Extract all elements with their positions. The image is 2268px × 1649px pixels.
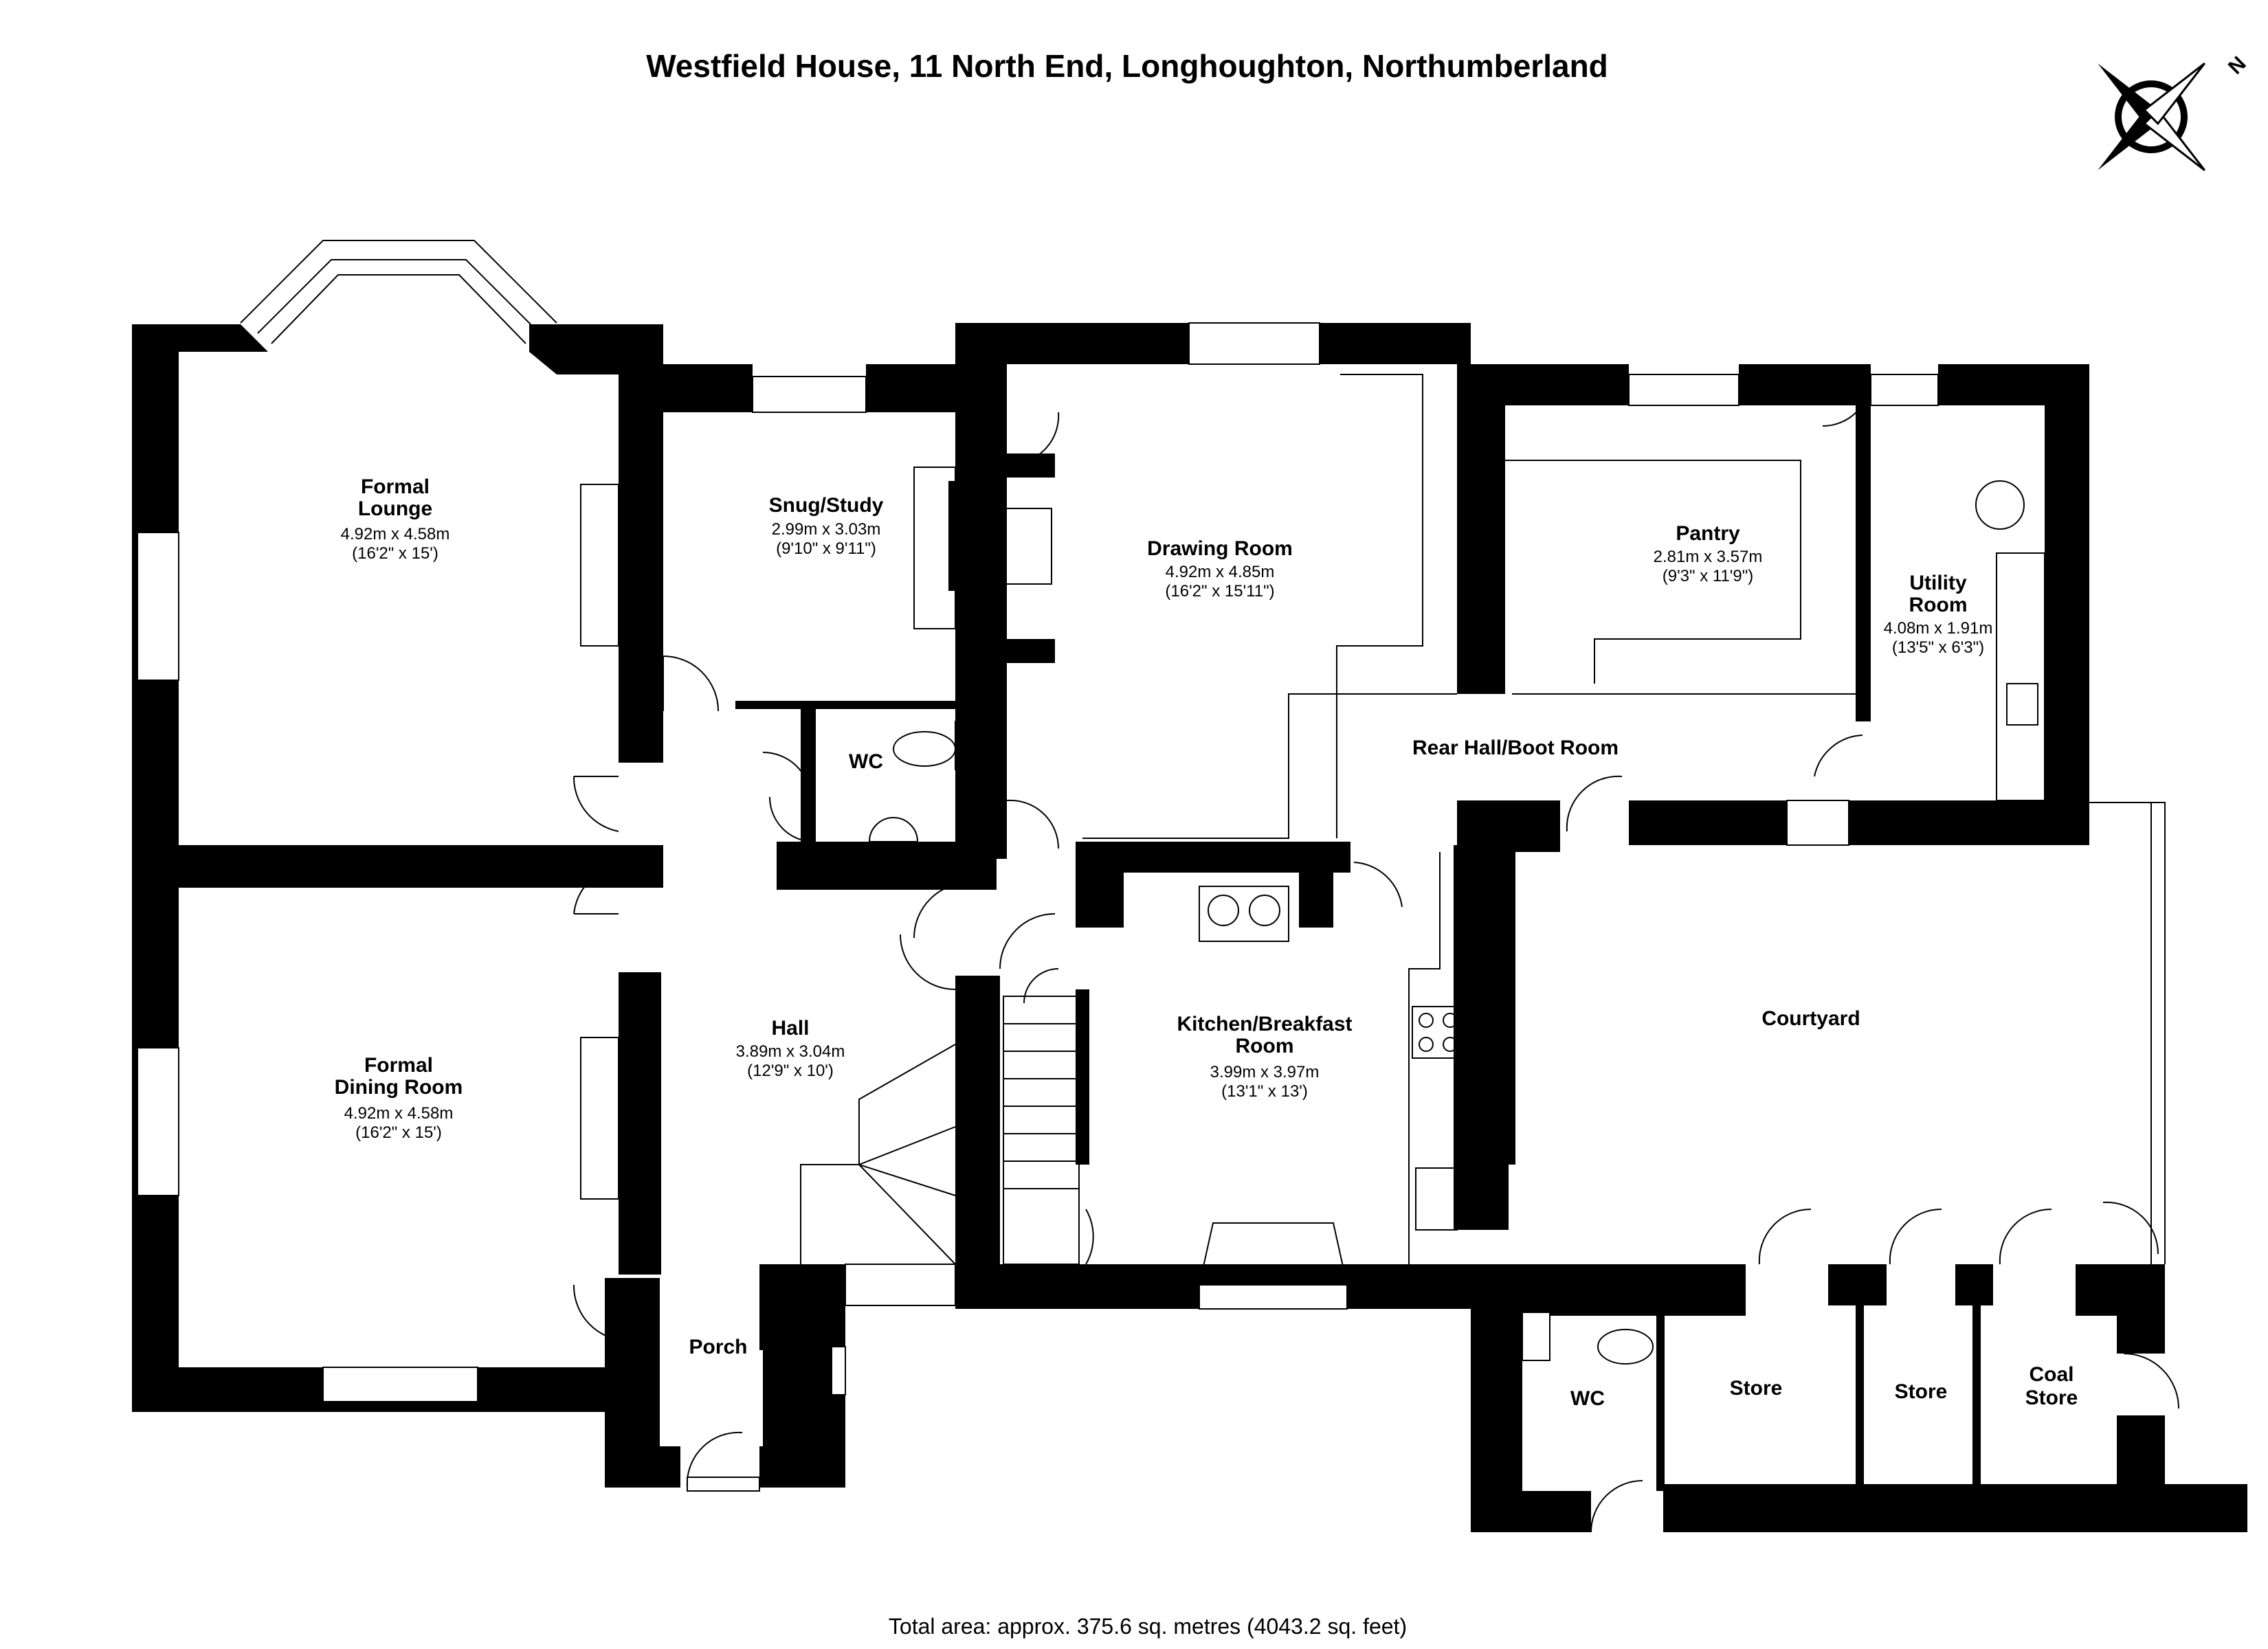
- svg-text:(13'1" x 13'): (13'1" x 13'): [1221, 1082, 1308, 1101]
- svg-text:2.99m x 3.03m: 2.99m x 3.03m: [772, 520, 881, 539]
- kitchen-worktop: [1408, 852, 1441, 1264]
- room-kitchen: Kitchen/Breakfast Room 3.99m x 3.97m (13…: [1177, 1013, 1352, 1101]
- french-doors-drawing[interactable]: [1188, 322, 1320, 365]
- compass-north-label: N: [2224, 52, 2251, 79]
- svg-text:2.81m x 3.57m: 2.81m x 3.57m: [1654, 548, 1763, 566]
- courtyard-boundary: [2089, 802, 2166, 1264]
- svg-text:Kitchen/Breakfast: Kitchen/Breakfast: [1177, 1013, 1352, 1035]
- svg-text:(16'2" x 15'): (16'2" x 15'): [355, 1123, 442, 1142]
- svg-text:Store: Store: [2025, 1387, 2078, 1409]
- boiler-icon: [1975, 480, 2025, 530]
- window-dining-south: [322, 1367, 478, 1402]
- window-pantry: [1628, 374, 1739, 406]
- svg-text:(12'9" x 10'): (12'9" x 10'): [747, 1062, 834, 1080]
- room-store-1: Store: [1730, 1377, 1783, 1400]
- svg-text:4.92m x 4.58m: 4.92m x 4.58m: [341, 525, 450, 543]
- svg-text:Formal: Formal: [361, 475, 430, 498]
- room-rear-hall: Rear Hall/Boot Room: [1412, 737, 1619, 759]
- svg-text:4.92m x 4.58m: 4.92m x 4.58m: [344, 1104, 454, 1123]
- svg-text:(9'10" x 9'11"): (9'10" x 9'11"): [776, 539, 876, 558]
- wc-basin-icon: [868, 817, 919, 842]
- kitchen-cooker-icon: [1412, 1006, 1465, 1059]
- wc-outside-cistern: [1522, 1312, 1550, 1361]
- outbuilding-walls: [1471, 800, 2247, 1532]
- window-rear-hall: [1786, 800, 1849, 846]
- svg-text:Dining Room: Dining Room: [335, 1076, 463, 1099]
- window-kitchen: [1199, 1284, 1348, 1310]
- room-wc: WC: [849, 750, 883, 773]
- sink-drawing-icon: [1003, 508, 1052, 585]
- drawing-room-alcove: [1336, 374, 1423, 694]
- svg-text:Room: Room: [1236, 1035, 1294, 1057]
- svg-text:4.08m x 1.91m: 4.08m x 1.91m: [1884, 619, 1993, 638]
- room-drawing-room: Drawing Room 4.92m x 4.85m (16'2" x 15'1…: [1147, 537, 1293, 601]
- svg-text:4.92m x 4.85m: 4.92m x 4.85m: [1166, 563, 1275, 581]
- room-pantry: Pantry 2.81m x 3.57m (9'3" x 11'9"): [1654, 522, 1763, 585]
- wc-toilet-icon: [893, 731, 956, 767]
- room-hall: Hall 3.89m x 3.04m (12'9" x 10'): [736, 1017, 845, 1080]
- room-formal-dining: Formal Dining Room 4.92m x 4.58m (16'2" …: [335, 1054, 463, 1142]
- svg-text:Snug/Study: Snug/Study: [769, 494, 884, 517]
- doors[interactable]: [572, 377, 2179, 1533]
- window-snug: [752, 376, 867, 413]
- svg-text:(16'2" x 15'): (16'2" x 15'): [352, 544, 438, 563]
- exterior-walls: [132, 324, 845, 1488]
- window-lounge: [137, 532, 179, 681]
- svg-text:Drawing Room: Drawing Room: [1147, 537, 1293, 560]
- fireplace-dining: [580, 1037, 619, 1200]
- room-wc-outside: WC: [1570, 1387, 1605, 1410]
- svg-text:(16'2" x 15'11"): (16'2" x 15'11"): [1165, 582, 1274, 601]
- svg-text:Hall: Hall: [771, 1017, 809, 1040]
- window-porch: [831, 1346, 846, 1395]
- compass-icon: [2098, 63, 2205, 171]
- svg-text:Lounge: Lounge: [358, 497, 432, 520]
- staircase: [800, 996, 1080, 1265]
- bay-window: [240, 240, 557, 344]
- svg-text:3.99m x 3.97m: 3.99m x 3.97m: [1210, 1063, 1320, 1081]
- window-hall: [845, 1264, 956, 1306]
- room-utility: Utility Room 4.08m x 1.91m (13'5" x 6'3"…: [1884, 572, 1993, 657]
- drawing-room-line: [1082, 693, 1337, 839]
- utility-worktop: [1996, 552, 2045, 801]
- kitchen-sink-icon: [1415, 1167, 1458, 1231]
- svg-text:3.89m x 3.04m: 3.89m x 3.04m: [736, 1042, 845, 1061]
- utility-sink-icon: [2006, 683, 2038, 726]
- room-courtyard: Courtyard: [1761, 1007, 1860, 1030]
- drawing-room-walls: [955, 323, 1512, 928]
- svg-text:Pantry: Pantry: [1676, 522, 1740, 545]
- svg-text:Formal: Formal: [364, 1054, 433, 1077]
- room-store-2: Store: [1895, 1380, 1948, 1403]
- fireplace-lounge: [580, 484, 619, 647]
- wc-outside-toilet-icon: [1597, 1329, 1654, 1365]
- window-dining: [137, 1047, 179, 1196]
- svg-text:Room: Room: [1909, 594, 1968, 616]
- pantry-shelving: [1515, 460, 1801, 684]
- room-coal-store: Coal Store: [2025, 1363, 2078, 1409]
- svg-text:Coal: Coal: [2029, 1363, 2074, 1386]
- svg-text:Utility: Utility: [1909, 572, 1967, 594]
- kitchen-hob: [1199, 886, 1289, 942]
- kitchen-range-hood: [1199, 1222, 1348, 1286]
- svg-text:(9'3" x 11'9"): (9'3" x 11'9"): [1663, 567, 1753, 585]
- room-porch: Porch: [689, 1336, 747, 1358]
- total-area: Total area: approx. 375.6 sq. metres (40…: [889, 1614, 1407, 1639]
- room-formal-lounge: Formal Lounge 4.92m x 4.58m (16'2" x 15'…: [341, 475, 450, 563]
- fireplace-snug: [913, 467, 956, 629]
- room-snug-study: Snug/Study 2.99m x 3.03m (9'10" x 9'11"): [769, 494, 884, 558]
- svg-text:(13'5" x 6'3"): (13'5" x 6'3"): [1892, 638, 1984, 657]
- door-utility[interactable]: [1870, 374, 1939, 406]
- plan-title: Westfield House, 11 North End, Longhough…: [646, 48, 1608, 84]
- porch-front-door[interactable]: [687, 1477, 760, 1492]
- pantry-walls: [1454, 364, 2089, 1230]
